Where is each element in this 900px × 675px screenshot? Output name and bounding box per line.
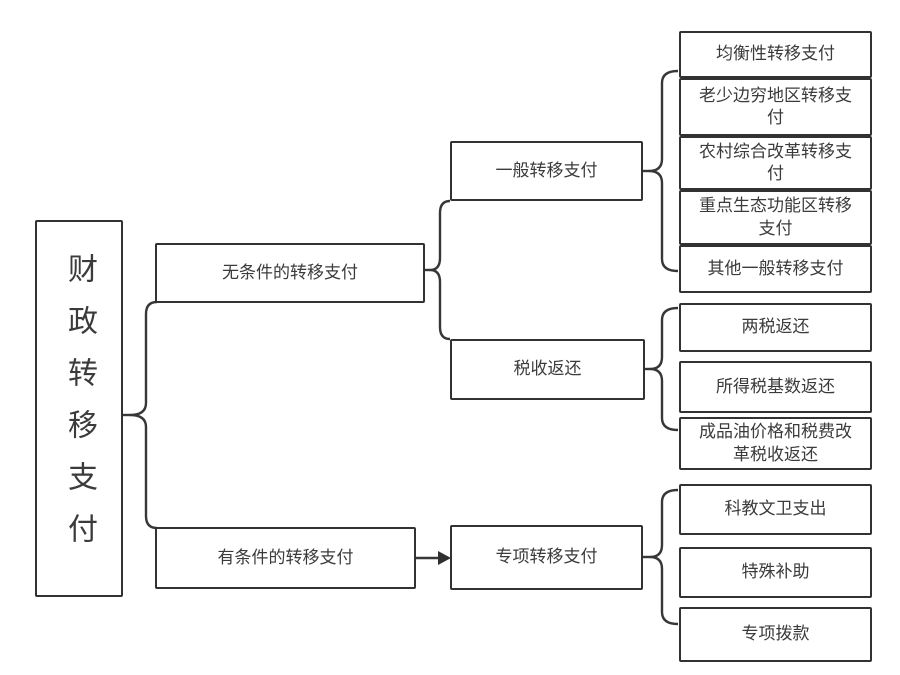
root-brace [128, 300, 158, 530]
node-conditional-transfer: 有条件的转移支付 [155, 527, 416, 589]
node-unconditional-transfer: 无条件的转移支付 [155, 243, 425, 303]
node-income-tax-base-rebate: 所得税基数返还 [679, 361, 872, 413]
node-refined-oil-tax-rebate: 成品油价格和税费改革税收返还 [679, 417, 872, 470]
conditional-arrowhead-icon [438, 551, 451, 565]
tax-brace [648, 306, 679, 432]
node-equalization-transfer: 均衡性转移支付 [679, 31, 872, 78]
node-general-transfer: 一般转移支付 [450, 141, 643, 201]
node-special-transfer: 专项转移支付 [450, 525, 643, 590]
node-other-general-transfer: 其他一般转移支付 [679, 245, 872, 293]
node-poor-regions-transfer: 老少边穷地区转移支付 [679, 78, 872, 136]
node-ecological-zone-transfer: 重点生态功能区转移支付 [679, 190, 872, 245]
node-rural-reform-transfer: 农村综合改革转移支付 [679, 136, 872, 190]
node-two-tax-rebate: 两税返还 [679, 303, 872, 352]
node-special-subsidy: 特殊补助 [679, 547, 872, 598]
node-science-education-expenditure: 科教文卫支出 [679, 484, 872, 535]
unconditional-brace [428, 199, 451, 341]
node-tax-rebate: 税收返还 [450, 339, 645, 400]
special-brace [648, 488, 679, 626]
node-root-fiscal-transfer: 财政转移支付 [35, 220, 123, 597]
node-special-appropriation: 专项拨款 [679, 607, 872, 662]
general-brace [647, 69, 679, 273]
